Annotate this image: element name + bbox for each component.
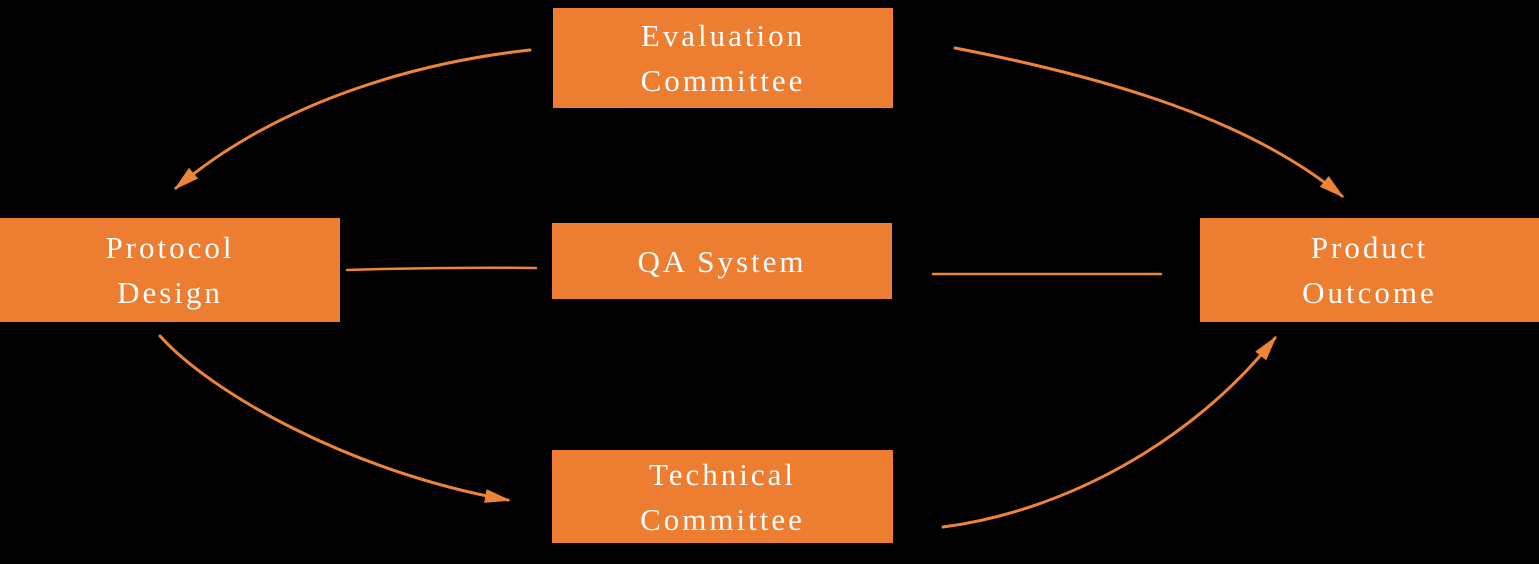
edge-technical-to-product [941,335,1277,529]
node-label-line: Outcome [1302,275,1437,310]
node-evaluation-committee: Evaluation Committee [553,8,893,108]
node-protocol-design: Protocol Design [0,218,340,322]
edge-evaluation-to-product [953,46,1345,198]
edge-protocol-to-qa [345,266,538,272]
node-label-line: Committee [640,501,805,537]
node-label-line: Evaluation [640,18,806,53]
edge-evaluation-to-protocol [173,48,532,190]
node-qa-system: QA System [552,223,892,299]
node-label-line: Committee [640,63,806,98]
node-label-line: Product [1310,230,1429,265]
node-technical-committee: Technical Committee [552,450,893,543]
edge-protocol-to-technical [158,334,511,503]
node-label-line: Technical [648,456,797,492]
node-label-line: Protocol [105,230,235,265]
node-label-line: Design [117,275,223,310]
node-label-line: QA System [637,243,807,279]
node-product-outcome: Product Outcome [1200,218,1539,322]
